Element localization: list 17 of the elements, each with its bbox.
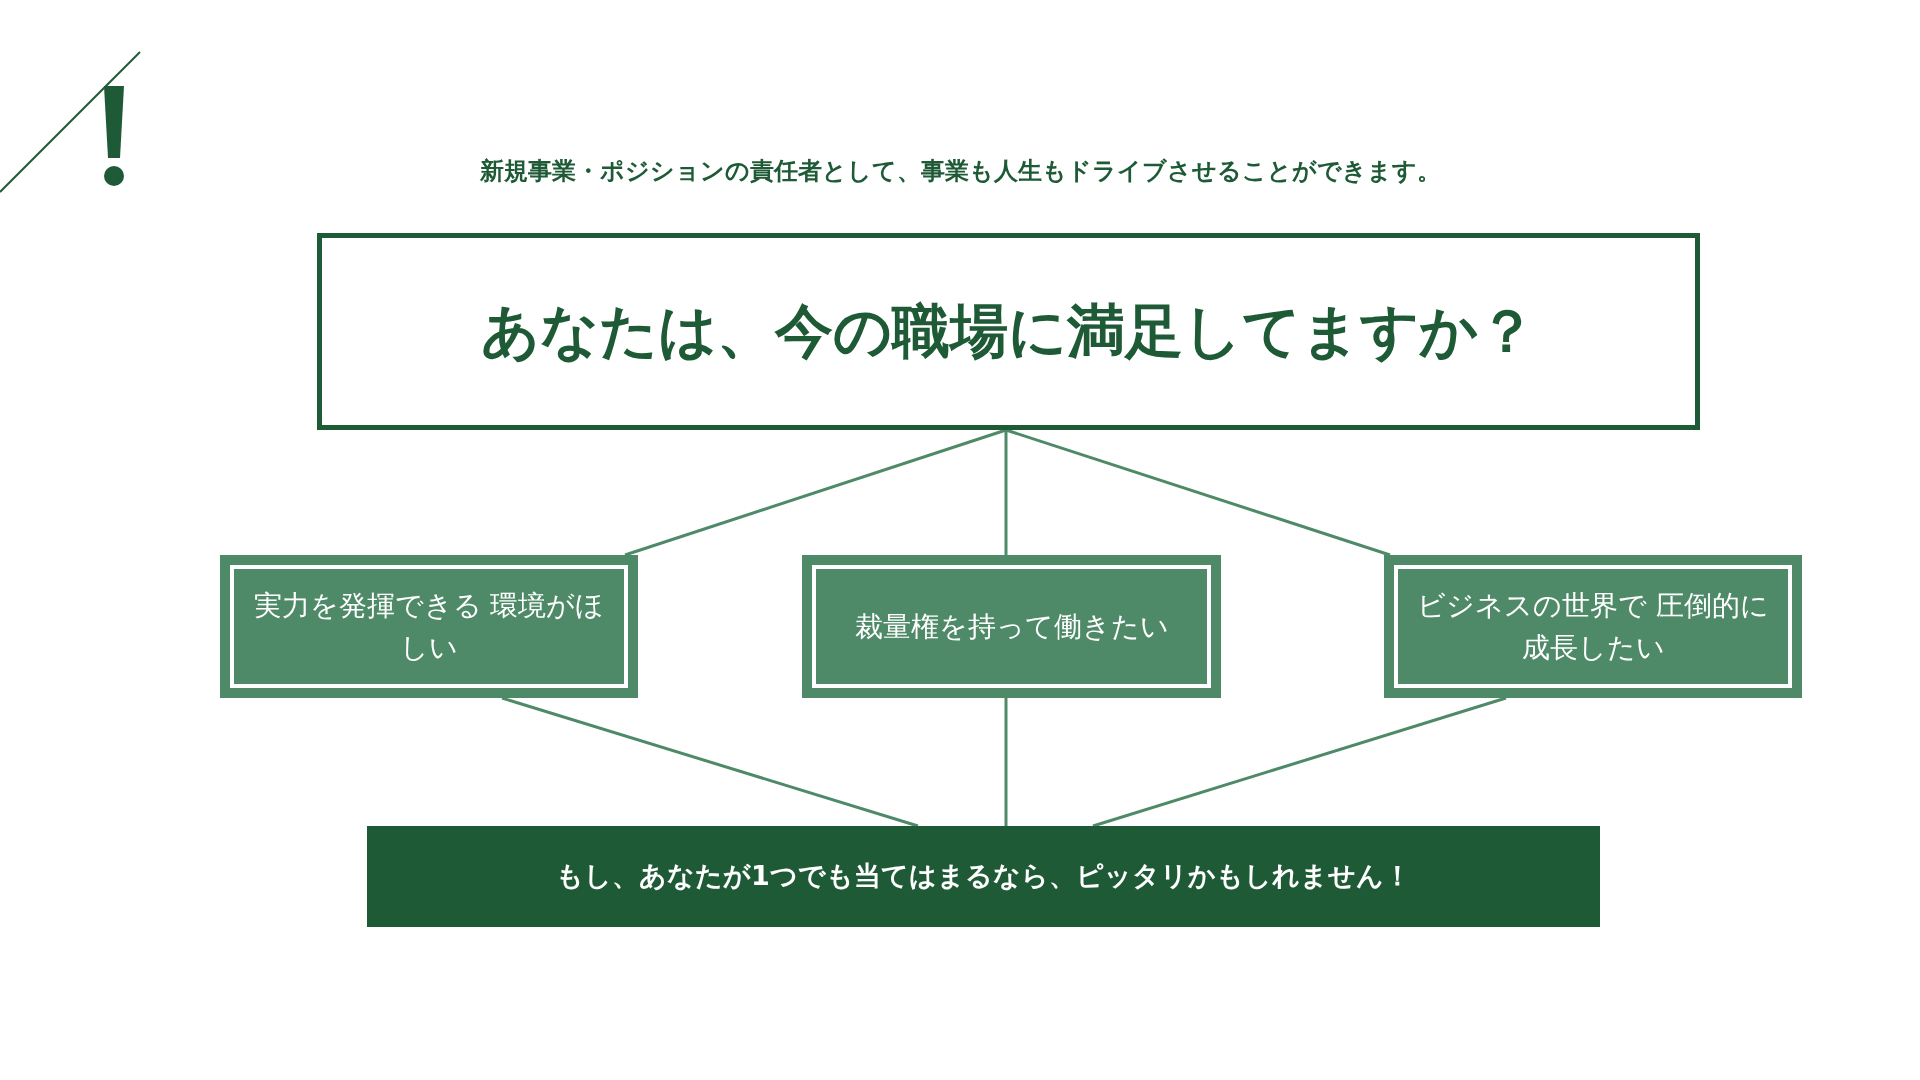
connector-line [1004,430,1008,555]
connector-line [501,696,919,828]
option-box [1384,555,1802,698]
option-box [802,555,1221,698]
conclusion-banner [367,826,1600,927]
box-text: ビジネスの世界で 圧倒的に成長したい [1416,587,1770,666]
connector-line [1005,428,1391,557]
box-text: もし、あなたが1つでも当てはまるなら、ピッタリかもしれません！ [555,859,1412,894]
connector-line [624,428,1007,557]
connector-line [1004,698,1008,826]
box-text: 実力を発揮できる 環境がほしい [252,587,606,666]
connector-line [1092,696,1507,828]
box-text: 裁量権を持って働きたい [853,608,1170,645]
option-box [220,555,638,698]
box-text: あなたは、今の職場に満足してますか？ [480,296,1537,367]
subtitle-text: 新規事業・ポジションの責任者として、事業も人生もドライブさせることができます。 [478,156,1442,187]
question-box [317,233,1700,430]
